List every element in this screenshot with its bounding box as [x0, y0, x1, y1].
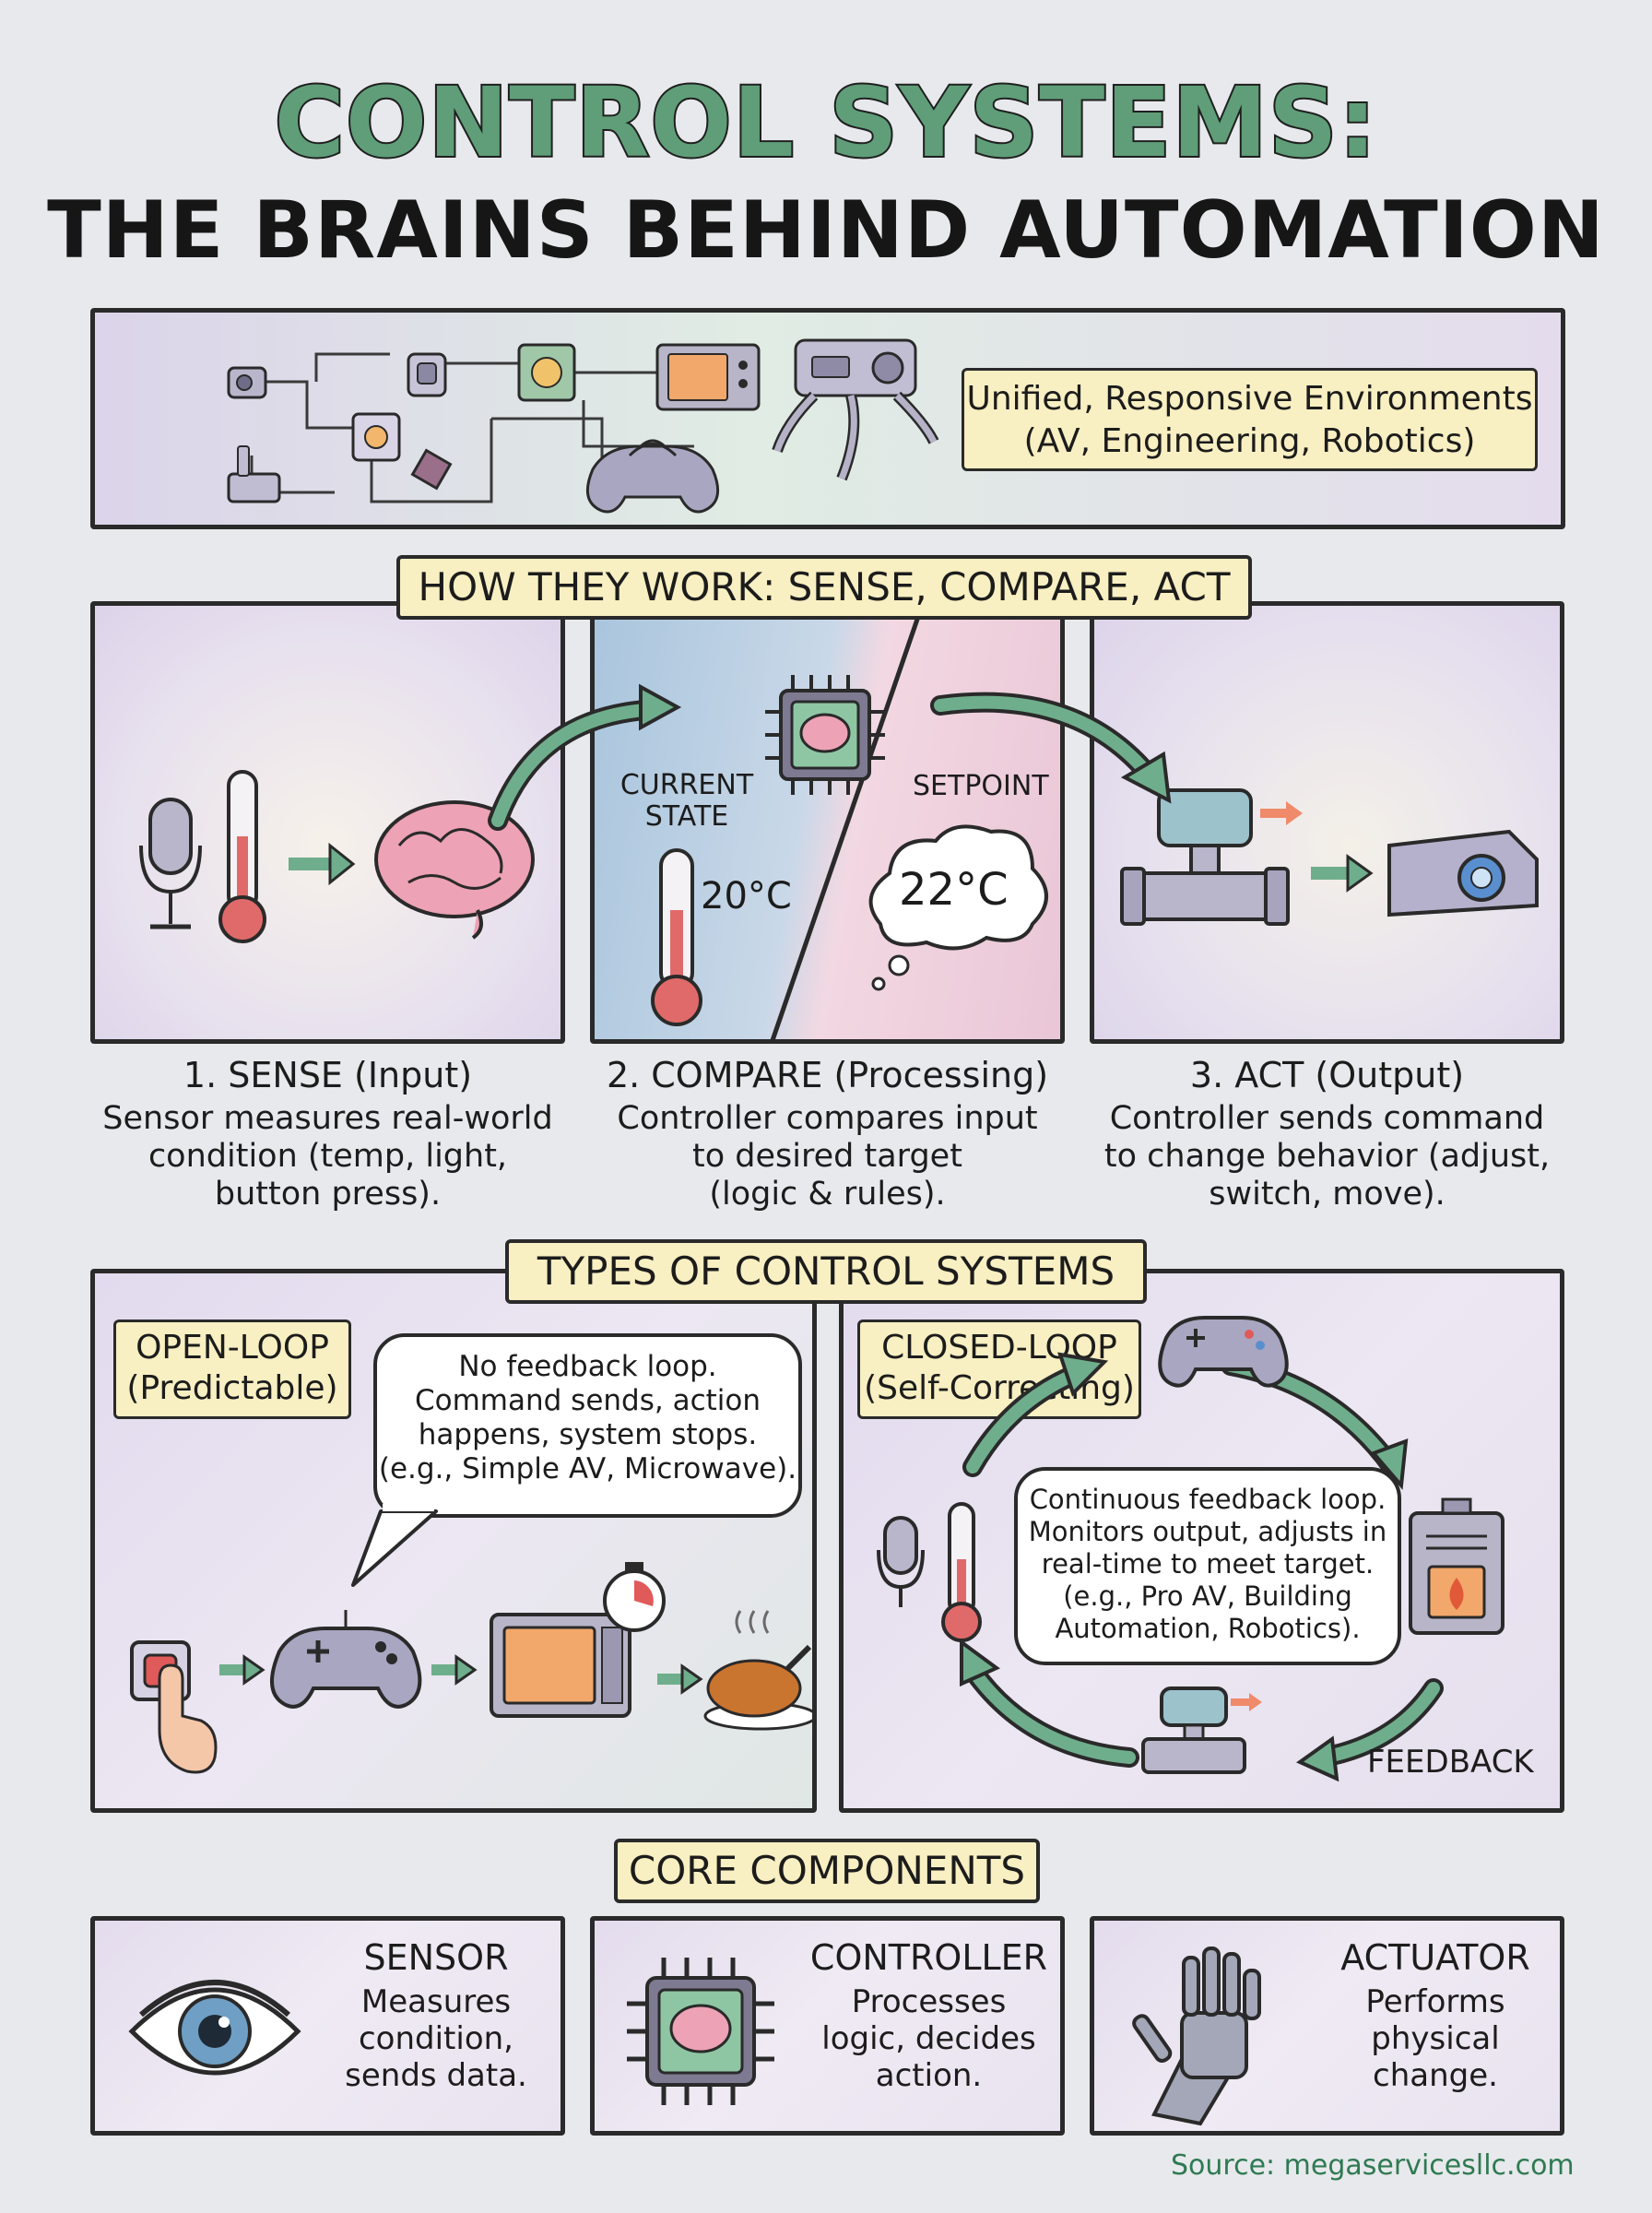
- sensor-card: SENSOR Measures condition, sends data.: [90, 1916, 565, 2136]
- actuator-title: ACTUATOR: [1340, 1937, 1530, 1978]
- actuator-l3: change.: [1373, 2057, 1498, 2094]
- projector-robot-icon: [772, 338, 939, 481]
- push-button-icon: [130, 1640, 218, 1774]
- closed-loop-bubble: Continuous feedback loop. Monitors outpu…: [1014, 1467, 1401, 1665]
- open-loop-panel: OPEN-LOOP (Predictable) No feedback loop…: [90, 1269, 817, 1813]
- actuator-l1: Performs: [1365, 1983, 1505, 2020]
- closed-sensor-icons: [877, 1502, 982, 1642]
- compare-panel: CURRENT STATE SETPOINT 20°C 22°C: [590, 601, 1065, 1044]
- step2-desc: Controller compares input to desired tar…: [590, 1100, 1065, 1213]
- main-title: CONTROL SYSTEMS:: [273, 65, 1379, 181]
- closed-valve-icon: [1141, 1686, 1262, 1774]
- closed-loop-label: CLOSED-LOOP (Self-Correcting): [857, 1320, 1141, 1419]
- closed-b4: (e.g., Pro AV, Building: [1063, 1580, 1352, 1612]
- step1-desc: Sensor measures real-world condition (te…: [90, 1100, 565, 1213]
- actuator-card: ACTUATOR Performs physical change.: [1090, 1916, 1564, 2136]
- feedback-loop-arrows: [877, 1316, 1504, 1782]
- roast-chicken-icon: [703, 1610, 812, 1731]
- open-b2: Command sends, action: [414, 1384, 761, 1417]
- heater-icon: [1409, 1497, 1504, 1635]
- open-loop-label1: OPEN-LOOP: [136, 1329, 329, 1367]
- open-bubble-tail: [351, 1504, 438, 1587]
- current-label-line1: CURRENT: [620, 769, 754, 801]
- sensor-l3: sends data.: [345, 2057, 527, 2094]
- controller-l3: action.: [875, 2057, 983, 2094]
- controller-desc: Processes logic, decides action.: [802, 1983, 1056, 2094]
- step2-title: 2. COMPARE (Processing): [606, 1055, 1049, 1095]
- sense-panel: [90, 601, 565, 1044]
- setpoint-label: SETPOINT: [913, 770, 1049, 802]
- compare-divider: [770, 606, 925, 1039]
- actuator-desc: Performs physical change.: [1320, 1983, 1551, 2094]
- open-loop-label2: (Predictable): [126, 1369, 338, 1407]
- closed-b3: real-time to meet target.: [1041, 1548, 1375, 1580]
- valve-actuator-icon: [1120, 788, 1303, 926]
- source-credit: Source: megaservicesllc.com: [1171, 2149, 1575, 2182]
- controller-card: CONTROLLER Processes logic, decides acti…: [590, 1916, 1065, 2136]
- intro-panel: Unified, Responsive Environments (AV, En…: [90, 308, 1565, 529]
- controller-chip-card-icon: [627, 1958, 774, 2105]
- step2-line2: to desired target: [692, 1138, 962, 1175]
- gamepad-icon: [270, 1610, 422, 1709]
- sensor-l1: Measures: [360, 1983, 512, 2020]
- intro-tag-line2: (AV, Engineering, Robotics): [1023, 422, 1476, 460]
- current-temp: 20°C: [701, 875, 792, 917]
- subtitle: THE BRAINS BEHIND AUTOMATION: [47, 184, 1605, 277]
- thermometer-icon: [218, 770, 266, 943]
- closed-b2: Monitors output, adjusts in: [1028, 1516, 1387, 1547]
- closed-b5: Automation, Robotics).: [1055, 1613, 1361, 1644]
- sensor-l2: condition,: [358, 2020, 513, 2057]
- step2-line1: Controller compares input: [617, 1100, 1038, 1137]
- intro-tag: Unified, Responsive Environments (AV, En…: [962, 368, 1538, 471]
- sense-to-compare-arrow: [488, 683, 682, 831]
- step3-desc: Controller sends command to change behav…: [1090, 1100, 1564, 1213]
- compare-to-act-arrow: [930, 692, 1172, 804]
- sense-illustration: [139, 770, 535, 943]
- controller-title: CONTROLLER: [809, 1937, 1048, 1978]
- act-illustration: [1120, 788, 1539, 926]
- brain-icon: [374, 800, 535, 940]
- current-thermometer-icon: [651, 848, 702, 1026]
- actuator-l2: physical: [1371, 2020, 1500, 2057]
- closed-b1: Continuous feedback loop.: [1029, 1484, 1386, 1515]
- how-heading: HOW THEY WORK: SENSE, COMPARE, ACT: [396, 555, 1252, 620]
- projector-icon: [1387, 829, 1539, 917]
- closed-loop-panel: CLOSED-LOOP (Self-Correcting): [839, 1269, 1564, 1813]
- step3-line1: Controller sends command: [1109, 1100, 1545, 1137]
- sensor-desc: Measures condition, sends data.: [321, 1983, 551, 2094]
- step1-line3: button press).: [214, 1176, 442, 1213]
- step1-title: 1. SENSE (Input): [183, 1055, 473, 1095]
- device-network-illustration: [227, 343, 761, 514]
- step1-line2: condition (temp, light,: [148, 1138, 508, 1175]
- open-loop-bubble: No feedback loop. Command sends, action …: [373, 1333, 802, 1518]
- setpoint-temp: 22°C: [899, 864, 1009, 916]
- core-heading: CORE COMPONENTS: [614, 1839, 1040, 1903]
- step1-line1: Sensor measures real-world: [102, 1100, 553, 1137]
- current-state-label: CURRENT STATE: [613, 770, 761, 833]
- intro-tag-line1: Unified, Responsive Environments: [966, 380, 1533, 418]
- open-loop-label: OPEN-LOOP (Predictable): [113, 1320, 351, 1419]
- step3-title: 3. ACT (Output): [1189, 1055, 1465, 1095]
- microwave-icon: [490, 1562, 666, 1718]
- types-heading: TYPES OF CONTROL SYSTEMS: [505, 1239, 1147, 1304]
- current-label-line2: STATE: [644, 800, 729, 833]
- controller-chip-icon: [765, 675, 885, 795]
- step3-line2: to change behavior (adjust,: [1103, 1138, 1551, 1175]
- act-panel: [1090, 601, 1564, 1044]
- robot-hand-icon: [1132, 1947, 1261, 2126]
- open-b3: happens, system stops.: [418, 1418, 758, 1451]
- open-b1: No feedback loop.: [458, 1350, 717, 1383]
- controller-l2: logic, decides: [821, 2020, 1036, 2057]
- closed-gamepad-icon: [1158, 1316, 1289, 1388]
- eye-icon: [128, 1980, 301, 2076]
- feedback-label: FEEDBACK: [1367, 1744, 1534, 1781]
- open-loop-flow: [130, 1562, 812, 1774]
- microphone-icon: [139, 798, 202, 929]
- sensor-title: SENSOR: [363, 1937, 509, 1978]
- open-b4: (e.g., Simple AV, Microwave).: [378, 1452, 797, 1485]
- setpoint-cloud-icon: [868, 824, 1048, 991]
- controller-l1: Processes: [851, 1983, 1007, 2020]
- step2-line3: (logic & rules).: [709, 1176, 946, 1213]
- step3-line3: switch, move).: [1209, 1176, 1446, 1213]
